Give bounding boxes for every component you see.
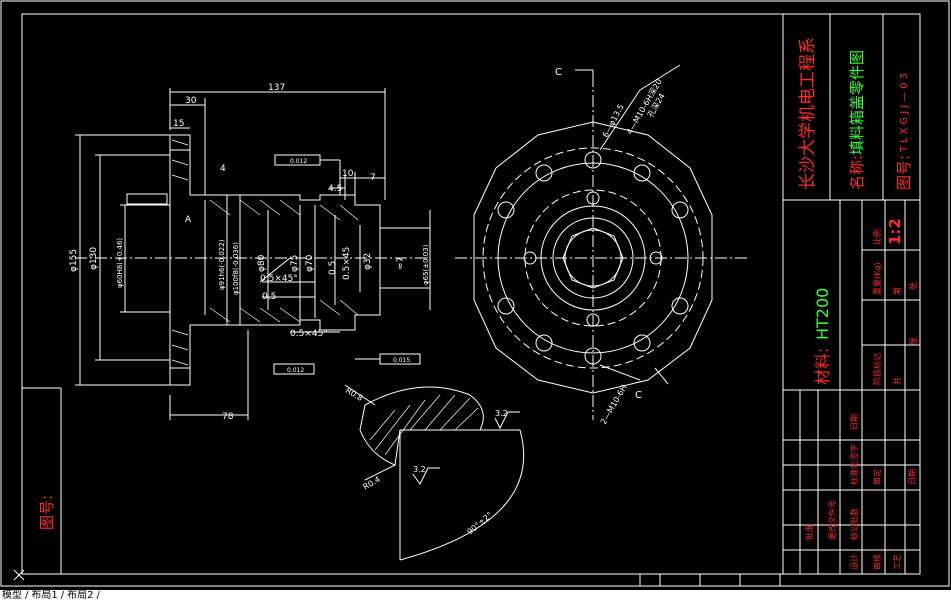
tab-separator: / — [60, 590, 65, 601]
material-value: HT200 — [813, 288, 832, 340]
tol-1: 0.012 — [290, 158, 307, 165]
layout-tab-bar: 模型/布局1/布局2/ — [0, 590, 951, 601]
dim-78: 78 — [222, 412, 234, 422]
dim-30: 30 — [185, 96, 197, 106]
chamfer-3: 0.5×45° — [290, 329, 328, 339]
sheet-label: 第 — [892, 287, 902, 295]
tab-model[interactable]: 模型 — [2, 590, 22, 601]
radius-r04: R0.4 — [362, 475, 382, 492]
scale-value: 1:2 — [886, 218, 904, 245]
tol-3: 0.012 — [287, 367, 304, 374]
approve-label: 批准 — [804, 524, 814, 540]
scale-label: 比例 — [872, 229, 882, 245]
radius-r08: R0.8 — [344, 386, 364, 403]
dim-0-5-a: 0.5 — [328, 261, 338, 275]
section-view — [75, 88, 431, 420]
date-label-1: 日期 — [850, 414, 859, 430]
date-label-2: 日期 — [908, 469, 917, 485]
sign-label: 签字 — [849, 444, 859, 460]
part-name-label: 名称: — [848, 155, 866, 190]
hole-note-4: 2—M10-6H — [599, 383, 629, 426]
dim-phi75: φ75 — [290, 255, 300, 272]
doc-label: 更改文件号 — [827, 500, 837, 540]
datum-a: A — [185, 215, 192, 225]
dim-phi80: φ80 — [257, 254, 267, 272]
roughness-2: 3.2 — [413, 465, 426, 474]
dim-7: 7 — [370, 173, 376, 183]
design-label: 设计 — [849, 554, 859, 570]
sheets-label: 共 — [893, 377, 902, 385]
section-label-top: C — [555, 67, 562, 78]
sheet-unit-1: 张 — [909, 337, 918, 345]
dim-r47: ≈7 — [396, 257, 406, 270]
checked-label: 审定 — [872, 469, 882, 485]
dim-137: 137 — [268, 83, 285, 93]
ucs-icon — [13, 569, 25, 581]
sheet-unit-2: 张 — [909, 282, 918, 290]
hole-note-1: 6—φ13.5 — [601, 103, 626, 139]
part-name-value: 填料箱盖零件图 — [848, 50, 866, 155]
dim-phi100: φ100f8(-0.036) — [232, 242, 240, 295]
dim-phi155: φ155 — [69, 249, 79, 272]
dim-15: 15 — [173, 119, 184, 129]
tab-separator: / — [25, 590, 29, 601]
dim-phi32: φ32 — [363, 253, 373, 270]
dim-4: 4 — [220, 164, 226, 174]
inner-border — [21, 13, 921, 575]
tab-layout2[interactable]: 布局2 — [67, 590, 94, 601]
outer-frame — [0, 0, 950, 587]
section-label-bottom: C — [635, 390, 642, 401]
dim-phi130: φ130 — [89, 247, 99, 270]
school-name: 长沙大学机电工程系 — [798, 37, 818, 190]
weight-label: 重量(Kg) — [872, 262, 882, 295]
review-label: 审核 — [872, 554, 882, 570]
dim-0-5-b: 0.5 — [262, 292, 276, 302]
detail-view — [344, 384, 525, 561]
left-strip-label: 图号: — [38, 495, 56, 530]
dim-phi65: φ65(±0.03) — [422, 244, 430, 285]
drawing-no-label: 图号: — [895, 155, 913, 190]
tab-layout1[interactable]: 布局1 — [31, 590, 58, 601]
roughness-1: 3.2 — [495, 409, 508, 418]
mark-label: 标记处数 — [849, 508, 859, 540]
drawing-no-value: TLXGJJ—03 — [899, 70, 910, 153]
angle-note: 90°±2° — [466, 510, 495, 536]
tol-2: 0.015 — [393, 357, 410, 364]
dim-phi91: φ91h6(-0.022) — [218, 239, 226, 290]
dim-phi70: φ70 — [305, 254, 315, 272]
tab-separator: / — [96, 590, 100, 601]
dim-4-5: 4.5 — [328, 184, 342, 194]
process-label: 工艺 — [893, 554, 902, 570]
dim-phi60: φ60H8(+0.46) — [116, 238, 124, 288]
chamfer-2: 0.5×45 — [342, 247, 352, 280]
material-label: 材料: — [813, 348, 832, 385]
chamfer-1: 0.5×45° — [260, 274, 298, 284]
standard-label: 标准化 — [849, 461, 859, 485]
dim-10: 10 — [342, 169, 354, 179]
stage-label: 阶段标记 — [872, 353, 882, 385]
end-view — [455, 64, 750, 420]
